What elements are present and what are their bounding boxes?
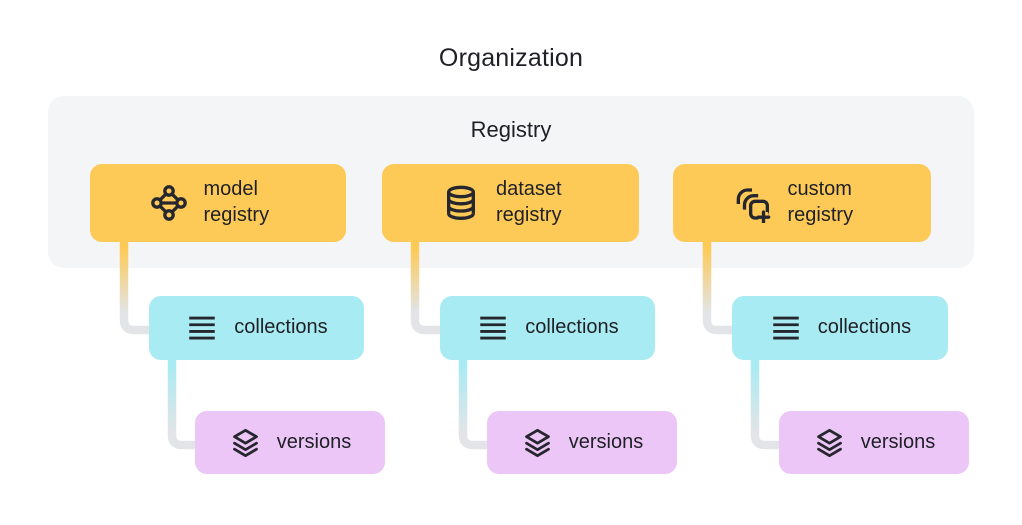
connector-collections-to-versions — [458, 349, 499, 450]
connector-model-to-collections — [119, 231, 161, 335]
database-icon — [446, 185, 476, 220]
collections-label: collections — [817, 316, 912, 339]
connector-custom-to-collections — [702, 231, 744, 335]
versions-node: versions — [195, 411, 385, 474]
dataset-registry-node: dataset registry — [382, 164, 639, 242]
versions-label: versions — [568, 430, 644, 453]
connector-collections-to-versions — [167, 349, 207, 450]
model-registry-label: model registry — [203, 178, 270, 226]
layers-icon — [816, 428, 842, 458]
collections-label: collections — [525, 316, 619, 339]
connector-dataset-to-collections — [410, 231, 452, 335]
list-icon — [189, 316, 216, 340]
layers-icon — [524, 428, 550, 458]
collections-node: collections — [149, 296, 364, 360]
custom-registry-label: custom registry — [787, 178, 854, 226]
dataset-registry-label: dataset registry — [496, 178, 562, 226]
custom-registry-node: custom registry — [673, 164, 931, 242]
versions-label: versions — [860, 430, 936, 453]
custom-registry-add-icon — [736, 188, 770, 223]
collections-node: collections — [440, 296, 655, 360]
diagram-title: Organization — [438, 44, 584, 72]
collections-label: collections — [234, 316, 328, 339]
registry-group-label: Registry — [470, 117, 552, 142]
model-graph-icon — [150, 185, 187, 221]
connector-collections-to-versions — [750, 349, 791, 450]
layers-icon — [232, 428, 258, 458]
versions-label: versions — [276, 430, 352, 453]
list-icon — [773, 316, 799, 340]
versions-node: versions — [779, 411, 969, 474]
model-registry-node: model registry — [90, 164, 346, 242]
list-icon — [480, 316, 507, 340]
versions-node: versions — [487, 411, 677, 474]
collections-node: collections — [732, 296, 948, 360]
